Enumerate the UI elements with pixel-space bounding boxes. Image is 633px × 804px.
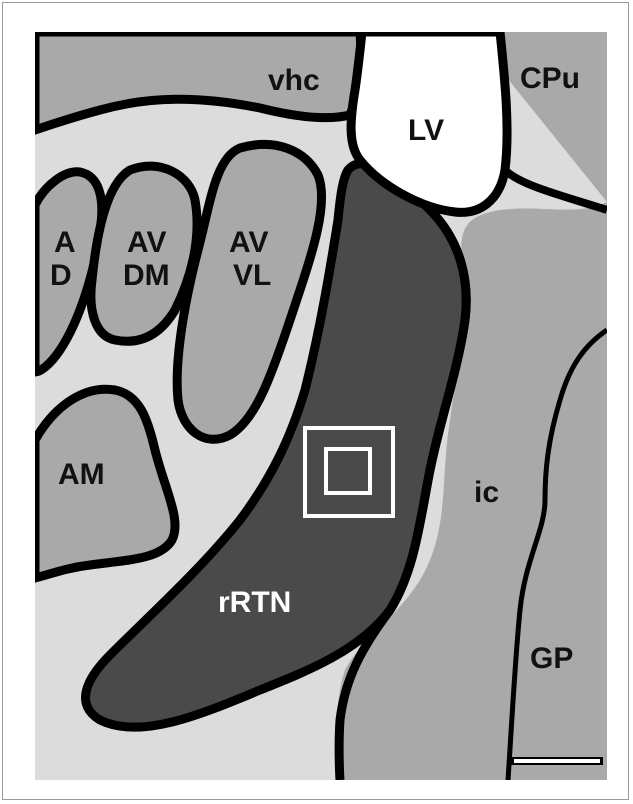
label-avdm-line1: AV [127, 226, 166, 259]
label-gp: GP [530, 642, 573, 675]
label-avvl-line2: VL [233, 259, 271, 292]
label-ad-line2: D [50, 259, 72, 292]
label-ic: ic [474, 476, 499, 509]
label-ad-line1: A [54, 226, 76, 259]
scale-bar-fill [514, 759, 600, 763]
label-am: AM [58, 458, 105, 491]
label-rrtn: rRTN [218, 586, 291, 619]
label-avvl-line1: AV [229, 226, 268, 259]
label-lv: LV [408, 114, 444, 147]
label-cpu: CPu [520, 62, 580, 95]
label-avdm-line2: DM [123, 259, 170, 292]
label-vhc: vhc [268, 64, 320, 97]
